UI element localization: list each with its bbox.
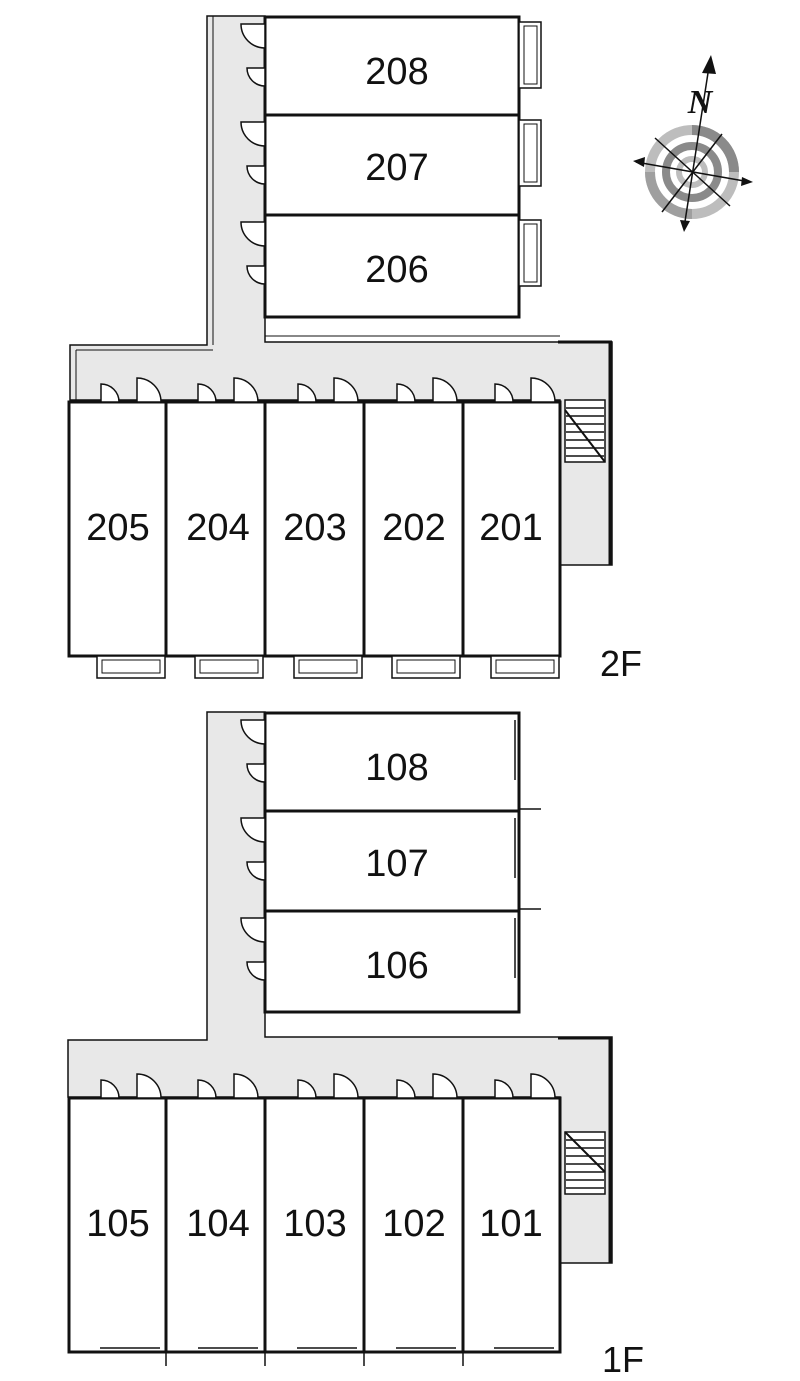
unit-label-104: 104 xyxy=(186,1203,249,1245)
floor-label-1f: 1F xyxy=(602,1339,644,1380)
floor-2f: 208 207 206 xyxy=(67,15,642,684)
unit-205: 205 xyxy=(67,400,168,679)
south-units-2f: 205 204 203 202 xyxy=(67,377,562,679)
unit-label-207: 207 xyxy=(365,147,428,189)
compass-rose-icon: N xyxy=(633,55,753,232)
floor-1f: 108 107 106 xyxy=(67,711,644,1380)
unit-label-205: 205 xyxy=(86,507,149,549)
doors-south-1f xyxy=(100,1073,556,1099)
south-units-1f: 105 104 103 102 101 xyxy=(67,1073,562,1366)
unit-label-105: 105 xyxy=(86,1203,149,1245)
unit-207: 207 xyxy=(263,113,542,217)
unit-label-201: 201 xyxy=(479,507,542,549)
unit-201: 201 xyxy=(461,400,562,679)
unit-label-208: 208 xyxy=(365,51,428,93)
stairs-1f xyxy=(564,1131,606,1195)
unit-206: 206 xyxy=(263,213,542,319)
unit-105: 105 xyxy=(67,1096,168,1354)
unit-203: 203 xyxy=(263,400,366,679)
unit-104: 104 xyxy=(164,1096,267,1354)
doors-north-2f xyxy=(240,23,266,285)
unit-106: 106 xyxy=(263,909,521,1014)
unit-label-101: 101 xyxy=(479,1203,542,1245)
unit-204: 204 xyxy=(164,400,267,679)
north-units-2f: 208 207 206 xyxy=(240,15,542,319)
unit-208: 208 xyxy=(263,15,542,117)
stairs-2f xyxy=(564,399,606,463)
doors-south-2f xyxy=(100,377,556,403)
unit-label-102: 102 xyxy=(382,1203,445,1245)
unit-label-106: 106 xyxy=(365,945,428,987)
unit-label-108: 108 xyxy=(365,747,428,789)
unit-label-202: 202 xyxy=(382,507,445,549)
unit-label-107: 107 xyxy=(365,843,428,885)
unit-label-203: 203 xyxy=(283,507,346,549)
unit-label-103: 103 xyxy=(283,1203,346,1245)
unit-label-206: 206 xyxy=(365,249,428,291)
unit-202: 202 xyxy=(362,400,465,679)
north-units-1f: 108 107 106 xyxy=(240,711,541,1014)
unit-108: 108 xyxy=(263,711,521,813)
unit-label-204: 204 xyxy=(186,507,249,549)
unit-102: 102 xyxy=(362,1096,465,1354)
windows-east-1f xyxy=(514,720,541,978)
compass-north-label: N xyxy=(687,84,714,121)
doors-north-1f xyxy=(240,719,266,981)
unit-103: 103 xyxy=(263,1096,366,1354)
windows-south-1f xyxy=(100,1347,554,1366)
floor-label-2f: 2F xyxy=(600,643,642,684)
unit-107: 107 xyxy=(263,809,521,913)
unit-101: 101 xyxy=(461,1096,562,1354)
